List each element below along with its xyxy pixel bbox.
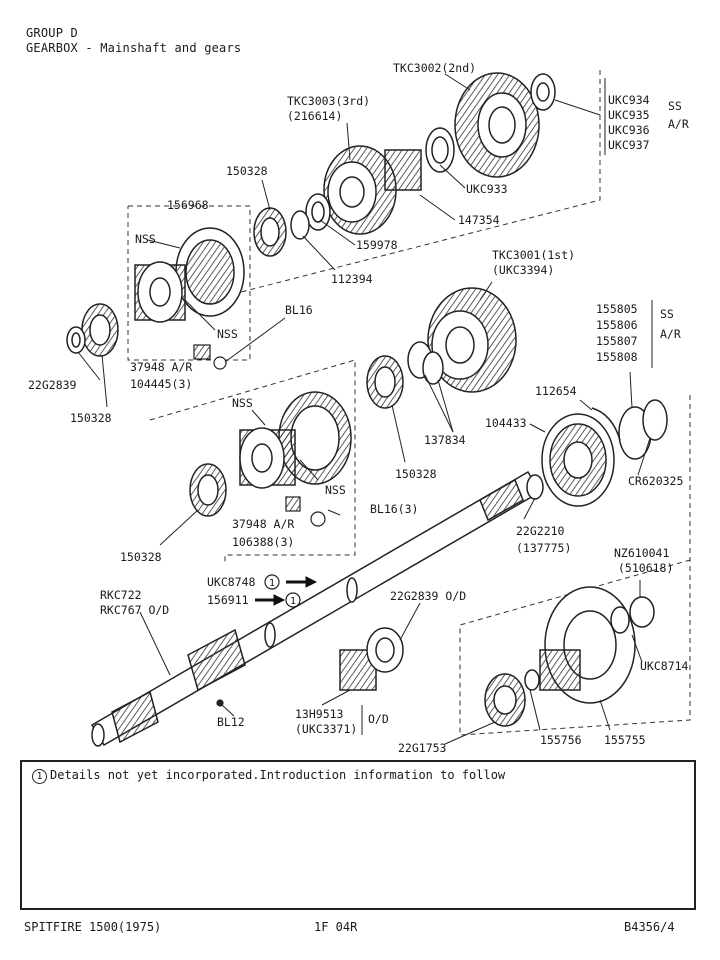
label-ukc3394: (UKC3394)	[492, 263, 554, 277]
label-ss-2: SS	[660, 307, 674, 321]
label-22g2839: 22G2839	[28, 378, 77, 392]
label-137775: (137775)	[516, 541, 571, 555]
leader-lines	[77, 73, 653, 745]
od-bearing	[339, 627, 404, 691]
callout-marker-2: 1	[290, 596, 296, 607]
baulk-rings	[81, 207, 404, 517]
synchro-hub-lower	[239, 391, 352, 489]
label-159978: 159978	[356, 238, 398, 252]
label-150328-a: 150328	[226, 164, 268, 178]
footer-model: SPITFIRE 1500(1975)	[24, 920, 162, 934]
label-22g1753: 22G1753	[398, 741, 447, 755]
label-ukc936: UKC936	[608, 123, 650, 137]
label-bl16-3: BL16(3)	[370, 502, 418, 516]
label-22g2210: 22G2210	[516, 524, 565, 538]
label-ukc935: UKC935	[608, 108, 650, 122]
label-112394: 112394	[331, 272, 373, 286]
label-37948-b: 37948 A/R	[232, 517, 294, 531]
gear-3rd	[323, 145, 397, 235]
label-150328-b: 150328	[70, 411, 112, 425]
label-155756: 155756	[540, 733, 582, 747]
label-22g2839-od: 22G2839 O/D	[390, 589, 466, 603]
label-104445: 104445(3)	[130, 377, 192, 391]
label-tkc3003: TKC3003(3rd)	[287, 94, 370, 108]
label-tkc3002: TKC3002(2nd)	[393, 61, 476, 75]
detent-springs-balls	[193, 344, 326, 707]
label-ar-1: A/R	[668, 117, 689, 131]
callout-circles	[264, 574, 301, 608]
label-ukc937: UKC937	[608, 138, 650, 152]
label-155806: 155806	[596, 318, 638, 332]
label-156911: 156911	[207, 593, 249, 607]
label-ukc8748: UKC8748	[207, 575, 256, 589]
callout-arrows	[255, 576, 318, 606]
label-155755: 155755	[604, 733, 646, 747]
page-title: GEARBOX - Mainshaft and gears	[26, 41, 242, 55]
label-tkc3001: TKC3001(1st)	[492, 248, 575, 262]
label-ukc933: UKC933	[466, 182, 508, 196]
mainshaft	[90, 470, 542, 747]
label-13h9513: 13H9513	[295, 707, 344, 721]
label-ss-1: SS	[668, 99, 682, 113]
callout-marker-1: 1	[269, 578, 275, 589]
label-ukc934: UKC934	[608, 93, 650, 107]
label-nz610041: NZ610041	[614, 546, 669, 560]
label-nss-4: NSS	[325, 483, 346, 497]
bearing-104433	[541, 407, 621, 507]
output-flange	[484, 586, 655, 727]
label-155808: 155808	[596, 350, 638, 364]
label-rkc722: RKC722	[100, 588, 142, 602]
synchro-hub-upper	[134, 227, 245, 323]
footer-ref: B4356/4	[624, 920, 675, 934]
label-510618: (510618)	[618, 561, 673, 575]
label-nss-3: NSS	[232, 396, 253, 410]
footer-code: 1F 04R	[314, 920, 358, 934]
label-nss-2: NSS	[217, 327, 238, 341]
label-106388: 106388(3)	[232, 535, 294, 549]
note-marker: 1	[32, 769, 47, 784]
label-cr620325: CR620325	[628, 474, 683, 488]
dashed-group-frames	[127, 70, 691, 736]
gear-1st	[427, 287, 517, 393]
label-155807: 155807	[596, 334, 638, 348]
label-155805: 155805	[596, 302, 638, 316]
label-bl16: BL16	[285, 303, 313, 317]
label-ukc8714: UKC8714	[640, 659, 689, 673]
label-rkc767: RKC767 O/D	[100, 603, 169, 617]
gear-2nd	[454, 72, 540, 178]
label-104433: 104433	[485, 416, 527, 430]
label-156968: 156968	[167, 198, 209, 212]
label-od: O/D	[368, 712, 389, 726]
washers-and-bushes	[66, 73, 668, 500]
label-nss-1: NSS	[135, 232, 156, 246]
label-bl12: BL12	[217, 715, 245, 729]
label-150328-d: 150328	[120, 550, 162, 564]
label-137834: 137834	[424, 433, 466, 447]
label-147354: 147354	[458, 213, 500, 227]
group-heading: GROUP D	[26, 26, 78, 40]
label-ar-2: A/R	[660, 327, 681, 341]
label-37948-a: 37948 A/R	[130, 360, 192, 374]
note-text: Details not yet incorporated.Introductio…	[50, 768, 506, 782]
label-216614: (216614)	[287, 109, 342, 123]
label-112654: 112654	[535, 384, 577, 398]
label-150328-c: 150328	[395, 467, 437, 481]
label-ukc3371: (UKC3371)	[295, 722, 357, 736]
